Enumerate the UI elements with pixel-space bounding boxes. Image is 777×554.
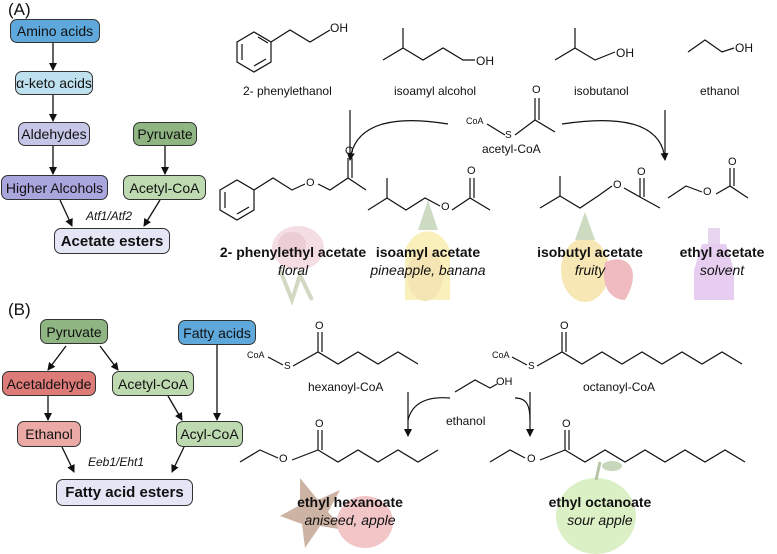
o-ester-1: O bbox=[306, 177, 315, 189]
ester-name-b2: ethyl octanoate bbox=[548, 494, 652, 510]
oh-label-1: OH bbox=[330, 21, 348, 35]
acetaldehyde-box: Acetaldehyde bbox=[2, 371, 96, 396]
green-apple-illustration bbox=[556, 461, 636, 554]
alcohol-label-3: isobutanol bbox=[574, 84, 629, 98]
structure-hexanoyl-coa bbox=[267, 332, 419, 367]
s-label-b2: S bbox=[528, 361, 535, 372]
ester-name-1: 2- phenylethyl acetate bbox=[219, 244, 367, 260]
aldehydes-box: Aldehydes bbox=[18, 122, 90, 146]
keto-acids-box: α-keto acids bbox=[15, 71, 93, 95]
s-label-a: S bbox=[505, 130, 512, 141]
reaction-b-arrows bbox=[404, 392, 534, 437]
ester-name-4: ethyl acetate bbox=[679, 244, 765, 260]
o-label-b2: O bbox=[560, 320, 569, 332]
reaction-a-arrows bbox=[346, 110, 669, 161]
acyl-label-2: octanoyl-CoA bbox=[583, 380, 656, 394]
structure-ethanol bbox=[687, 39, 735, 53]
coa-label-b2: CoA bbox=[492, 350, 510, 360]
coa-label-a: CoA bbox=[466, 116, 484, 126]
ester-aroma-4: solvent bbox=[699, 262, 745, 278]
pineapple-strawberry-illustration bbox=[561, 212, 633, 302]
ester-name-3: isobutyl acetate bbox=[537, 244, 643, 260]
alcohol-label-2: isoamyl alcohol bbox=[394, 84, 477, 98]
s-label-b1: S bbox=[284, 361, 291, 372]
structure-isoamyl-alcohol bbox=[382, 28, 475, 61]
ethanol-box: Ethanol bbox=[17, 421, 81, 447]
fatty-acids-box: Fatty acids bbox=[178, 320, 256, 345]
structure-ethanol-b bbox=[454, 379, 498, 393]
o-carbonyl-b1: O bbox=[315, 418, 324, 430]
enzyme-label-atf: Atf1/Atf2 bbox=[86, 209, 133, 223]
ester-aroma-2: pineapple, banana bbox=[370, 262, 486, 278]
pathway-b-arrows bbox=[44, 345, 221, 473]
rose-illustration bbox=[272, 226, 324, 306]
panel-b-label: (B) bbox=[8, 300, 31, 319]
oh-label-2: OH bbox=[476, 54, 494, 68]
structure-isobutanol bbox=[554, 28, 616, 61]
structure-ethyl-acetate bbox=[667, 168, 749, 199]
structure-ethyl-octanoate bbox=[489, 430, 746, 463]
structure-isoamyl-acetate bbox=[367, 178, 491, 211]
o-carbonyl-b2: O bbox=[562, 418, 571, 430]
ester-aroma-b1: aniseed, apple bbox=[304, 512, 396, 528]
pyruvate-box-a: Pyruvate bbox=[133, 122, 197, 146]
alcohol-label-4: ethanol bbox=[700, 84, 740, 98]
amino-acids-box: Amino acids bbox=[10, 19, 100, 43]
acetyl-coa-box-b: Acetyl-CoA bbox=[112, 371, 194, 396]
o-label-b1: O bbox=[315, 320, 324, 332]
higher-alcohols-box: Higher Alcohols bbox=[1, 175, 108, 200]
o-ester-4: O bbox=[703, 186, 712, 198]
structure-acetyl-coa bbox=[486, 98, 556, 136]
acyl-label-1: hexanoyl-CoA bbox=[308, 380, 384, 394]
acyl-coa-box: Acyl-CoA bbox=[176, 421, 243, 447]
o-carbonyl-3: O bbox=[637, 166, 646, 178]
fatty-acid-esters-box: Fatty acid esters bbox=[56, 479, 193, 506]
reagent-label-a: acetyl-CoA bbox=[482, 142, 541, 156]
acetate-esters-box: Acetate esters bbox=[54, 228, 170, 254]
ester-aroma-b2: sour apple bbox=[567, 512, 633, 528]
o-carbonyl-4: O bbox=[728, 156, 737, 168]
ester-name-2: isoamyl acetate bbox=[375, 244, 481, 260]
pineapple-banana-illustration bbox=[405, 200, 450, 301]
o-carbonyl-1: O bbox=[345, 145, 354, 157]
ester-aroma-3: fruity bbox=[574, 262, 606, 278]
o-ester-2: O bbox=[441, 201, 450, 213]
pathway-a-arrows bbox=[49, 43, 169, 227]
structure-ethyl-hexanoate bbox=[239, 430, 439, 463]
oh-label-3: OH bbox=[616, 46, 634, 60]
o-ester-b2: O bbox=[527, 453, 536, 465]
ester-aroma-1: floral bbox=[277, 262, 309, 278]
o-carbonyl-2: O bbox=[467, 165, 476, 177]
structure-octanoyl-coa bbox=[511, 332, 743, 367]
reagent-label-b: ethanol bbox=[446, 414, 486, 428]
panel-a-label: (A) bbox=[8, 0, 31, 19]
structure-2-phenylethyl-acetate bbox=[219, 158, 367, 221]
ester-name-b1: ethyl hexanoate bbox=[297, 494, 403, 510]
oh-label-4: OH bbox=[735, 41, 753, 55]
anise-apple-illustration bbox=[280, 478, 393, 548]
acetyl-coa-box-a: Acetyl-CoA bbox=[123, 175, 206, 200]
enzyme-label-eeb: Eeb1/Eht1 bbox=[88, 455, 145, 469]
o-label-a: O bbox=[532, 84, 541, 96]
structure-isobutyl-acetate bbox=[539, 176, 661, 209]
o-ester-3: O bbox=[613, 179, 622, 191]
bottle-illustration bbox=[694, 228, 734, 300]
oh-label-b: OH bbox=[496, 376, 513, 388]
o-ester-b1: O bbox=[279, 453, 288, 465]
coa-label-b1: CoA bbox=[247, 350, 265, 360]
structure-2-phenylethanol bbox=[236, 29, 331, 73]
alcohol-label-1: 2- phenylethanol bbox=[243, 84, 332, 98]
pyruvate-box-b: Pyruvate bbox=[40, 319, 108, 344]
